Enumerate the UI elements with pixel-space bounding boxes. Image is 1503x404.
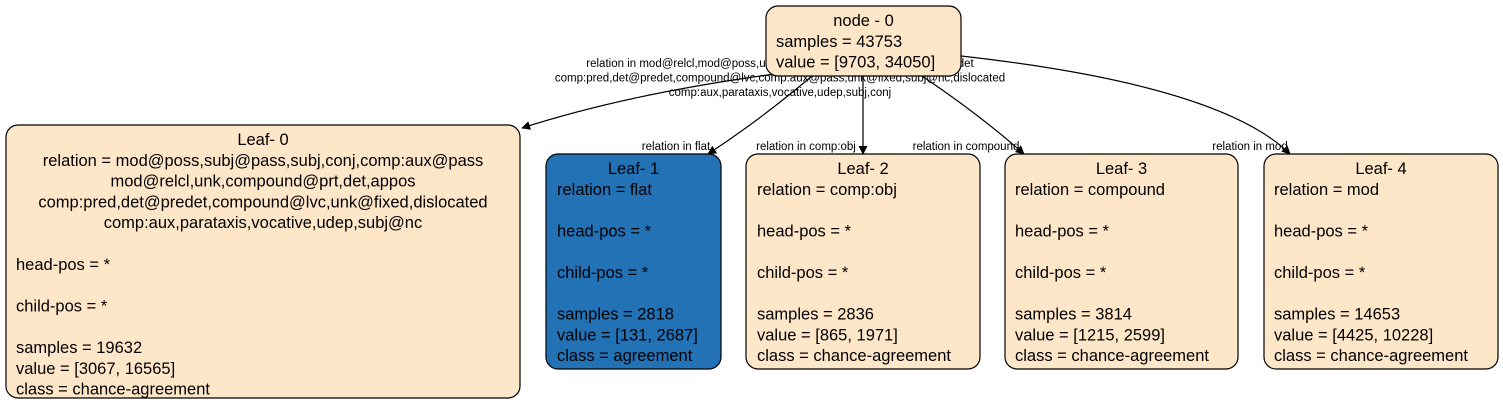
leaf-node-0-line: comp:aux,parataxis,vocative,udep,subj@nc <box>104 214 423 232</box>
edge-label: relation in flat <box>642 141 711 153</box>
edge-arrow <box>521 69 807 130</box>
leaf-node-3-box <box>1004 153 1239 370</box>
leaf-node-3-title: Leaf- 3 <box>1096 160 1147 178</box>
leaf-node-1-line: head-pos = * <box>557 222 652 240</box>
leaf-node-0-line: head-pos = * <box>16 256 111 274</box>
leaf-node-0-line: comp:pred,det@predet,compound@lvc,unk@fi… <box>38 193 487 211</box>
root-node-title: node - 0 <box>833 12 894 30</box>
edges-layer: relation in mod@relcl,mod@poss,unk,subj@… <box>521 55 1291 155</box>
root-node: node - 0 samples = 43753 value = [9703, 34… <box>765 5 962 77</box>
leaf-node-0-line: mod@relcl,unk,compound@prt,det,appos <box>111 173 416 191</box>
leaf-node-4-line: relation = mod <box>1274 181 1379 199</box>
leaf-node-4-line: value = [4425, 10228] <box>1274 326 1433 344</box>
leaf-node-1-box <box>545 153 722 370</box>
leaf-node-4: Leaf- 4 relation = mod head-pos = * child-p… <box>1263 153 1499 370</box>
edge-to-leaf-3: relation in compound <box>913 75 1025 155</box>
leaf-node-0-line: relation = mod@poss,subj@pass,subj,conj,… <box>43 152 484 170</box>
leaf-node-3-line: class = chance-agreement <box>1015 347 1209 365</box>
leaf-node-1-title: Leaf- 1 <box>608 160 659 178</box>
leaf-node-1-line: relation = flat <box>557 181 652 199</box>
leaf-node-2-box <box>745 153 981 370</box>
leaf-node-4-box <box>1263 153 1499 370</box>
leaf-node-3-line: samples = 3814 <box>1015 306 1132 324</box>
edge-arrow <box>921 75 1025 155</box>
leaf-node-4-line: class = chance-agreement <box>1274 347 1468 365</box>
leaf-node-0-title: Leaf- 0 <box>237 131 288 149</box>
edge-arrow <box>960 55 1291 155</box>
leaf-node-1-line: class = agreement <box>557 347 693 365</box>
leaf-node-1-line: samples = 2818 <box>557 306 674 324</box>
leaf-node-2-line: value = [865, 1971] <box>757 326 898 344</box>
edge-arrow <box>707 75 813 155</box>
edge-to-leaf-4: relation in mod <box>960 55 1291 155</box>
root-node-line: value = [9703, 34050] <box>776 54 935 72</box>
leaf-node-3-line: relation = compound <box>1015 181 1165 199</box>
edge-label: comp:aux,parataxis,vocative,udep,subj,co… <box>669 87 891 99</box>
leaf-node-1-line: child-pos = * <box>557 264 649 282</box>
leaf-node-2-line: samples = 2836 <box>757 306 874 324</box>
root-node-line: samples = 43753 <box>776 33 902 51</box>
leaf-node-1-line: value = [131, 2687] <box>557 326 698 344</box>
leaf-node-0-box <box>5 124 521 399</box>
leaf-node-2-line: class = chance-agreement <box>757 347 951 365</box>
edge-label: relation in mod <box>1212 141 1287 153</box>
edge-label: relation in comp:obj <box>756 141 856 153</box>
leaf-node-3-line: head-pos = * <box>1015 222 1110 240</box>
edge-label: relation in compound <box>913 141 1020 153</box>
leaf-node-1: Leaf- 1 relation = flat head-pos = * child-… <box>545 153 722 370</box>
leaf-node-4-line: child-pos = * <box>1274 264 1366 282</box>
leaf-node-3-line: child-pos = * <box>1015 264 1107 282</box>
leaf-node-2-line: head-pos = * <box>757 222 852 240</box>
leaf-node-2-line: child-pos = * <box>757 264 849 282</box>
leaf-node-0-line: child-pos = * <box>16 297 108 315</box>
root-node-box <box>765 5 962 77</box>
leaf-node-0-line: samples = 19632 <box>16 339 142 357</box>
edge-to-leaf-1: relation in flat <box>642 75 813 155</box>
leaf-node-3-line: value = [1215, 2599] <box>1015 326 1165 344</box>
leaf-node-2: Leaf- 2 relation = comp:obj head-pos = * ch… <box>745 153 981 370</box>
leaf-node-4-line: head-pos = * <box>1274 222 1369 240</box>
leaf-node-0-line: value = [3067, 16565] <box>16 360 175 378</box>
leaf-node-3: Leaf- 3 relation = compound head-pos = * ch… <box>1004 153 1239 370</box>
leaf-node-4-title: Leaf- 4 <box>1355 160 1406 178</box>
leaf-node-4-line: samples = 14653 <box>1274 306 1400 324</box>
edge-to-leaf-2: relation in comp:obj <box>756 76 868 155</box>
nodes-layer: node - 0 samples = 43753 value = [9703, 34… <box>5 5 1499 399</box>
leaf-node-2-line: relation = comp:obj <box>757 181 897 199</box>
leaf-node-0-line: class = chance-agreement <box>16 381 210 399</box>
leaf-node-2-title: Leaf- 2 <box>837 160 888 178</box>
leaf-node-0: Leaf- 0 relation = mod@poss,subj@pass,sub… <box>5 124 521 399</box>
